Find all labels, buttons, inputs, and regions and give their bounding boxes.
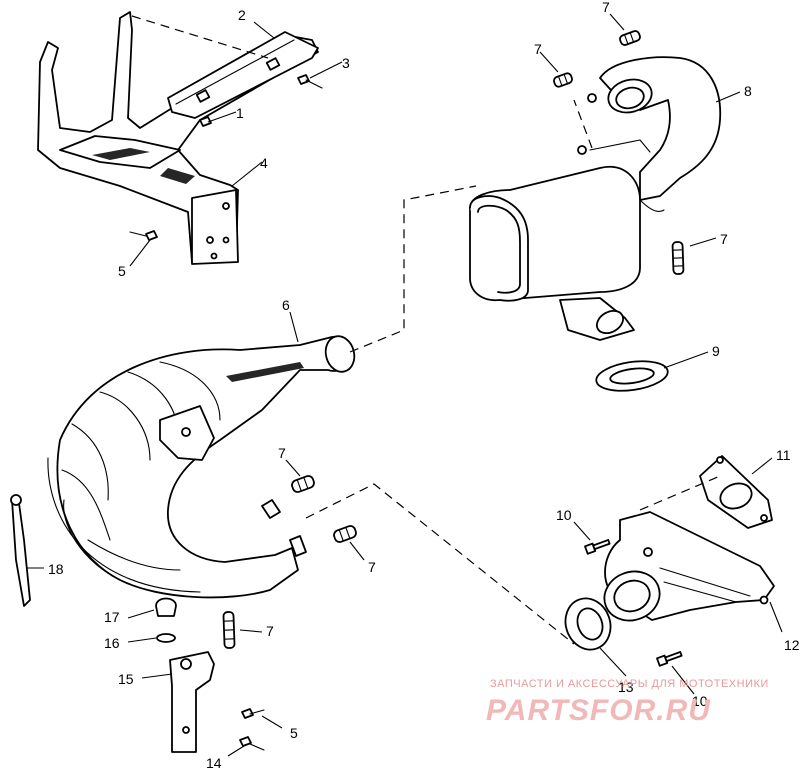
callout-8: 8 [744,83,752,99]
lower-bracket-assembly [155,597,265,753]
callout-7-e: 7 [368,559,376,575]
screws-upper [129,74,323,241]
callout-7-c: 7 [720,231,728,247]
callout-7-f: 7 [266,623,274,639]
expansion-chamber [47,335,356,599]
callout-16: 16 [104,635,120,651]
watermark-logo: PARTSFOR.RU [486,694,711,727]
callout-13: 13 [618,679,634,695]
callout-10-b: 10 [692,693,708,709]
leader-lines [26,13,783,757]
mount-bracket-assembly [37,11,319,265]
watermark-tagline: ЗАПЧАСТИ И АКСЕССУАРЫ ДЛЯ МОТОТЕХНИКИ [490,678,769,690]
callout-4: 4 [260,155,268,171]
seal-ring-13 [564,597,612,651]
callout-5-top: 5 [118,263,126,279]
callout-7-d: 7 [278,445,286,461]
callout-2: 2 [238,7,246,23]
callout-6: 6 [282,297,290,313]
callout-9: 9 [712,343,720,359]
callout-1: 1 [236,105,244,121]
watermark: ЗАПЧАСТИ И АКСЕССУАРЫ ДЛЯ МОТОТЕХНИКИ PA… [486,678,769,727]
callout-7-b: 7 [534,41,542,57]
callout-3: 3 [342,55,350,71]
callout-7-a: 7 [602,0,610,15]
gasket-ring-9 [595,360,669,392]
callout-17: 17 [104,609,120,625]
callout-labels: 2 3 1 4 5 6 7 7 8 7 9 7 7 7 18 11 10 12 … [48,0,800,771]
callout-15: 15 [118,671,134,687]
callout-11: 11 [776,447,791,463]
strap-18 [10,494,31,607]
callout-10-a: 10 [556,507,572,523]
springs [222,30,685,649]
callout-5-bottom: 5 [290,725,298,741]
callout-14: 14 [206,755,222,771]
bolts-10 [584,539,683,667]
exhaust-manifold-12 [603,511,775,622]
gasket-plate-11 [699,455,773,529]
callout-12: 12 [784,637,800,653]
muffler [469,56,722,341]
callout-18: 18 [48,561,64,577]
dashed-centerlines [305,99,721,645]
